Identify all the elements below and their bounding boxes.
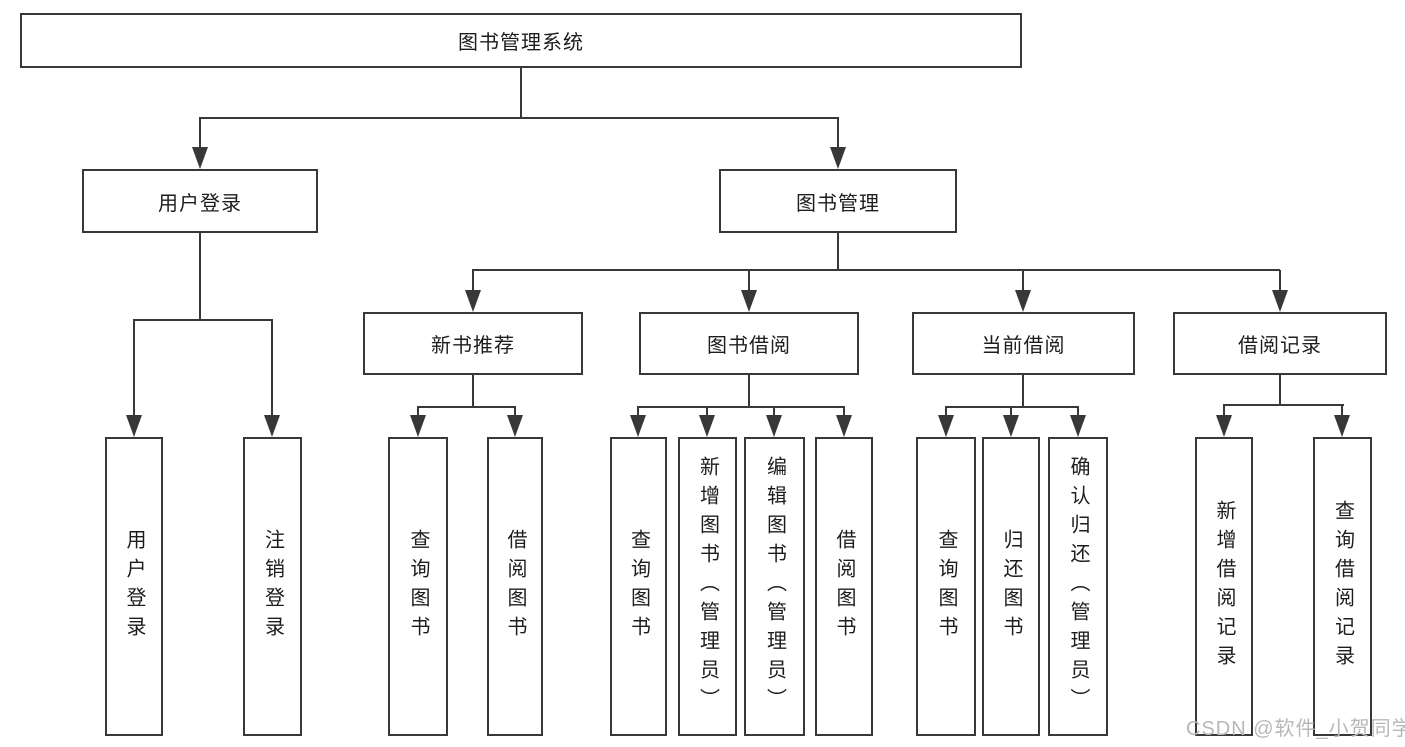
connector-to-bb4 [843,407,845,416]
node-current-borrowing: 当前借阅 [912,312,1135,375]
connector-to-bb1 [637,407,639,416]
leaf-label: 查询图书 [935,528,957,645]
arrowhead-bb3 [766,415,782,437]
leaf-label: 查询图书 [407,528,429,645]
connector-to-cb3 [1077,407,1079,416]
arrowhead-bb2 [699,415,715,437]
leaf-edit-books-admin: 编辑图书（管理员） [744,437,805,736]
leaf-label: 编辑图书（管理员） [763,456,786,717]
arrowhead-new-book [465,290,481,312]
leaf-label: 归还图书 [1000,528,1022,645]
leaf-confirm-return-admin: 确认归还（管理员） [1048,437,1108,736]
leaf-label: 借阅图书 [833,528,855,645]
connector-user-login-rail [133,319,273,321]
connector-to-new-book [472,270,474,291]
arrowhead-bb1 [630,415,646,437]
connector-borrow-record-rail [1223,404,1344,406]
csdn-watermark: CSDN @软件_小贺同学 [1186,718,1405,740]
connector-book-borrow-stub [748,375,750,407]
connector-new-book-rail [417,406,516,408]
arrowhead-borrow-record [1272,290,1288,312]
arrowhead-cb3 [1070,415,1086,437]
node-root-system: 图书管理系统 [20,13,1022,68]
leaf-borrow-books: 借阅图书 [815,437,873,736]
leaf-label: 查询图书 [627,528,650,645]
leaf-borrow-books-recommend: 借阅图书 [487,437,543,736]
leaf-query-borrow-record: 查询借阅记录 [1313,437,1372,736]
node-user-login: 用户登录 [82,169,318,233]
leaf-user-login: 用户登录 [105,437,163,736]
node-new-book-recommend: 新书推荐 [363,312,583,375]
arrowhead-leaf-login [126,415,142,437]
arrowhead-br1 [1216,415,1232,437]
connector-to-br1 [1223,405,1225,416]
connector-level2-rail [199,117,839,119]
leaf-label: 新增借阅记录 [1213,499,1235,674]
leaf-label: 新增图书（管理员） [696,456,719,717]
arrowhead-book-mgmt [830,147,846,169]
leaf-label: 借阅图书 [504,528,526,645]
connector-to-book-mgmt [837,118,839,150]
connector-borrow-record-stub [1279,375,1281,405]
connector-to-book-borrow [748,270,750,291]
arrowhead-book-borrow [741,290,757,312]
connector-book-borrow-rail [637,406,845,408]
leaf-return-books: 归还图书 [982,437,1040,736]
arrowhead-bb4 [836,415,852,437]
connector-to-current-borrow [1022,270,1024,291]
connector-new-book-stub [472,375,474,407]
connector-current-borrow-rail [945,406,1079,408]
connector-level3-rail [472,269,1280,271]
connector-to-br2 [1341,405,1343,416]
connector-to-cb2 [1010,407,1012,416]
connector-to-nb2 [514,407,516,416]
leaf-query-books-borrow: 查询图书 [610,437,667,736]
connector-to-user-login [199,118,201,150]
connector-current-borrow-stub [1022,375,1024,407]
leaf-label: 确认归还（管理员） [1067,456,1089,717]
connector-to-leaf-login [133,320,135,416]
connector-to-leaf-logout [271,320,273,416]
connector-to-bb2 [706,407,708,416]
connector-to-nb1 [417,407,419,416]
connector-to-borrow-record [1279,270,1281,291]
connector-root-stub [520,68,522,118]
leaf-query-books-recommend: 查询图书 [388,437,448,736]
connector-to-cb1 [945,407,947,416]
node-borrowing-records: 借阅记录 [1173,312,1387,375]
arrowhead-leaf-logout [264,415,280,437]
arrowhead-br2 [1334,415,1350,437]
leaf-label: 用户登录 [123,528,145,645]
arrowhead-user-login [192,147,208,169]
connector-to-bb3 [773,407,775,416]
arrowhead-cb2 [1003,415,1019,437]
leaf-label: 查询借阅记录 [1331,499,1354,674]
leaf-query-books-current: 查询图书 [916,437,976,736]
arrowhead-nb2 [507,415,523,437]
connector-book-mgmt-stub [837,233,839,270]
leaf-add-borrow-record: 新增借阅记录 [1195,437,1253,736]
leaf-add-books-admin: 新增图书（管理员） [678,437,737,736]
leaf-logout: 注销登录 [243,437,302,736]
arrowhead-cb1 [938,415,954,437]
leaf-label: 注销登录 [261,528,284,645]
node-book-management: 图书管理 [719,169,957,233]
arrowhead-nb1 [410,415,426,437]
node-book-borrowing: 图书借阅 [639,312,859,375]
connector-user-login-stub [199,233,201,320]
arrowhead-current-borrow [1015,290,1031,312]
